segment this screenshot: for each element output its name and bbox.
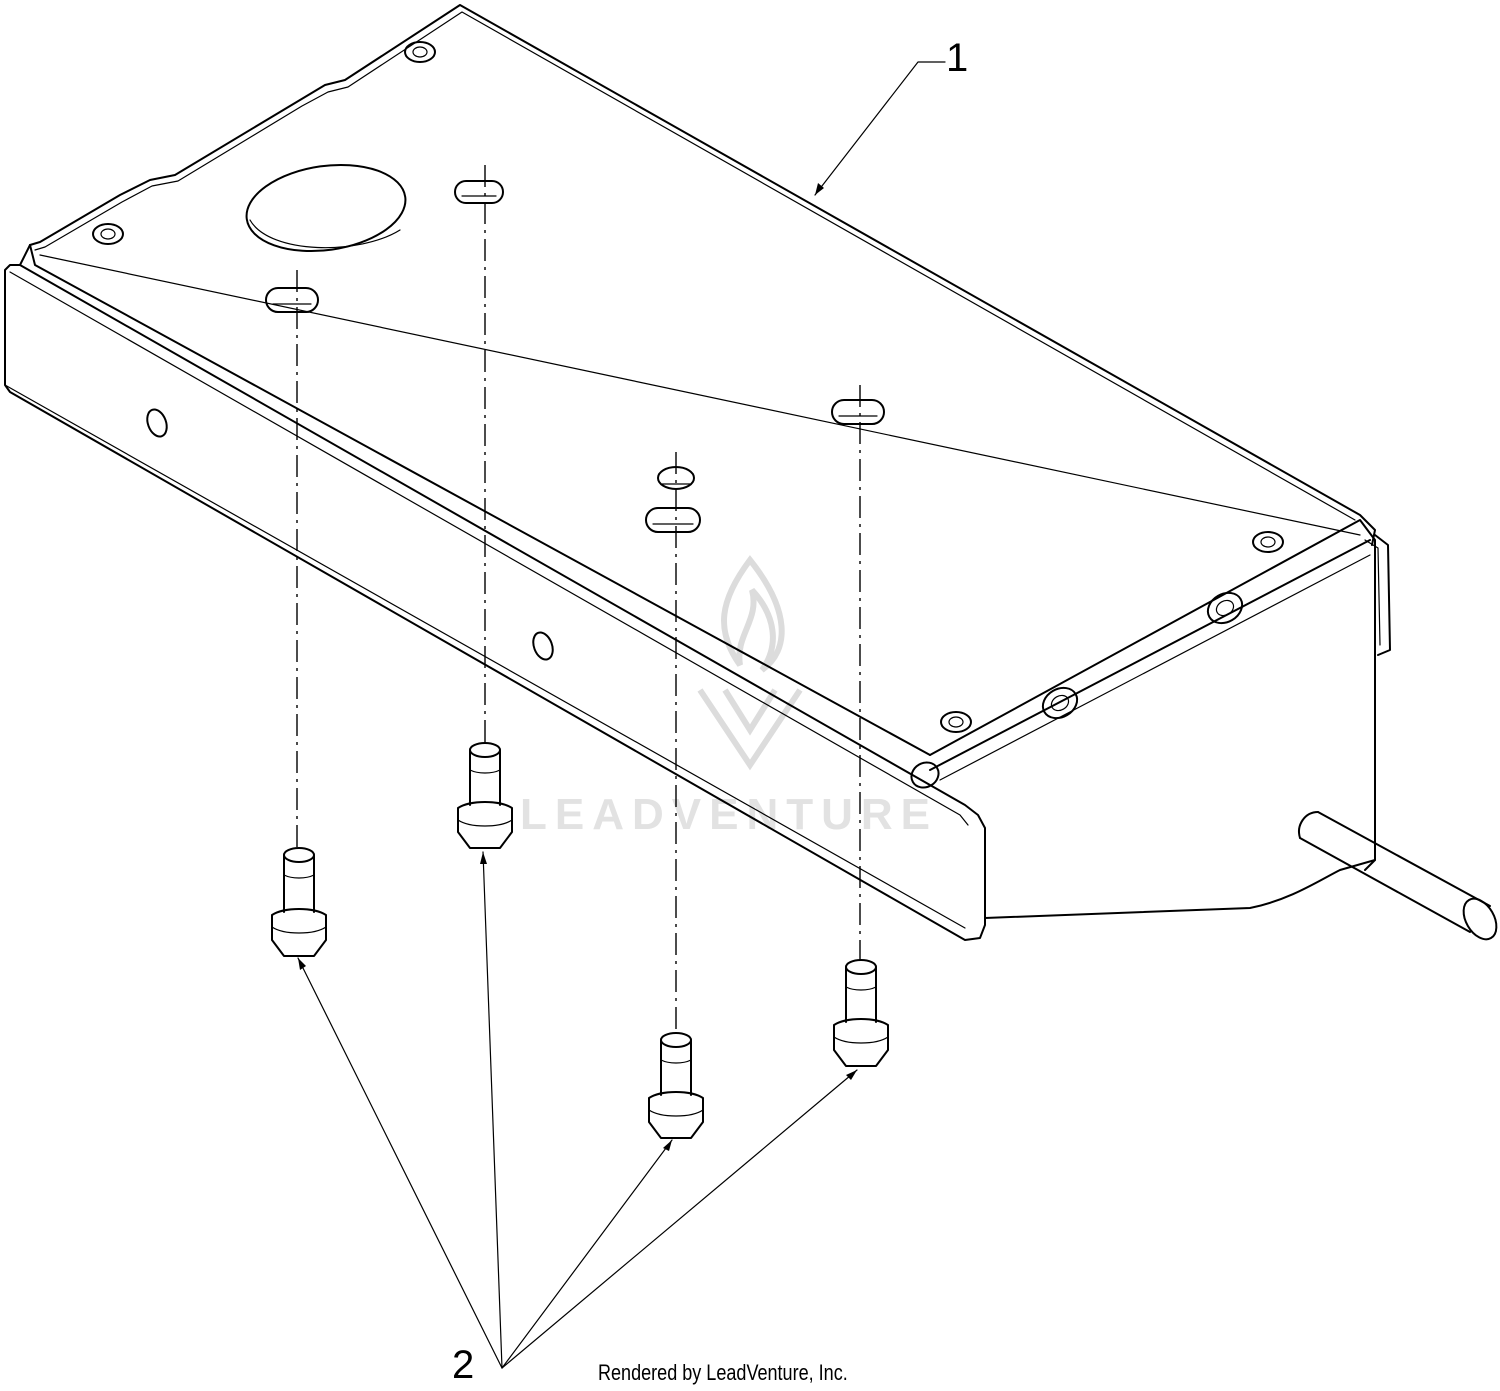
bracket-part-1 [4,4,1498,941]
mounting-hole-icon [1252,531,1284,553]
mounting-hole-icon [92,223,124,245]
mounting-hole-icon [404,41,436,63]
slot-icon [831,399,885,425]
alignment-lines [296,165,861,1032]
slot-icon [645,507,701,533]
footer-credit: Rendered by LeadVenture, Inc. [598,1360,848,1385]
bolt-part-2 [648,1032,704,1139]
mounting-hole-icon [940,711,972,733]
slot-icon [454,180,504,204]
callout-label-1: 1 [946,36,969,80]
bolt-part-2 [833,959,889,1067]
callout-label-2: 2 [452,1343,475,1387]
slot-icon [265,287,319,313]
leader-lines-2 [297,851,858,1369]
bolt-part-2 [271,847,327,957]
bolt-part-2 [457,742,513,849]
watermark-logo-icon [697,555,803,771]
watermark-text: LEADVENTURE [520,790,939,839]
leader-line-1 [814,61,946,196]
